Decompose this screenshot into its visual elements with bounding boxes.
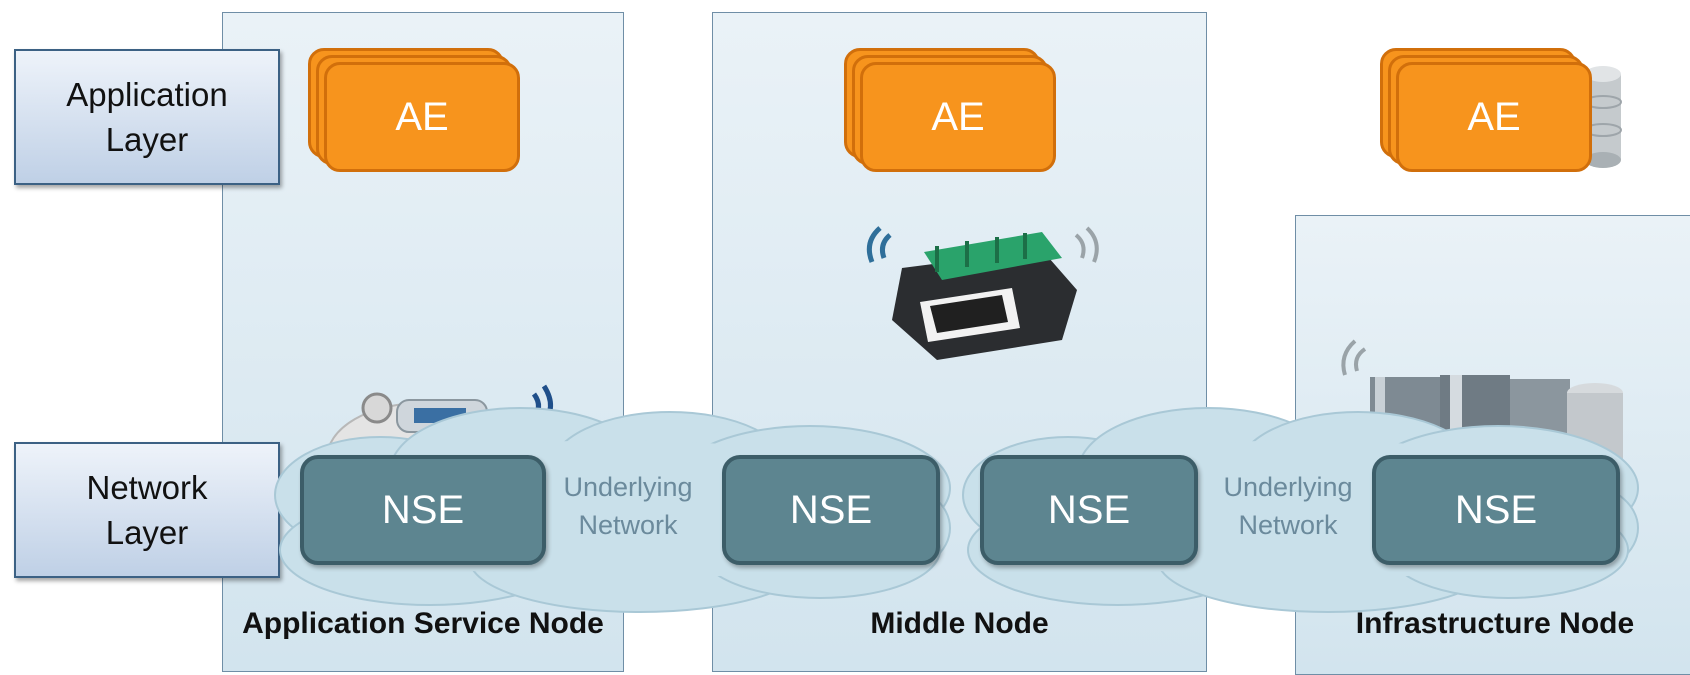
ae-label: AE <box>395 94 449 139</box>
ae-label: AE <box>931 94 985 139</box>
network-layer-label: Network Layer <box>14 442 280 578</box>
ae-stack-middle-node: AE <box>844 48 1060 176</box>
nse-box-middle-node-right: NSE <box>980 455 1198 565</box>
gateway-device-icon <box>866 226 1099 360</box>
underlying-network-label-left: Underlying Network <box>563 472 693 540</box>
ae-box: AE <box>1396 62 1592 172</box>
nse-label: NSE <box>789 487 873 532</box>
nse-label: NSE <box>381 487 465 532</box>
nse-box-infrastructure-node: NSE <box>1372 455 1620 565</box>
nse-label: NSE <box>1047 487 1131 532</box>
application-layer-label: Application Layer <box>14 49 280 185</box>
ae-stack-infrastructure-node: AE <box>1380 48 1596 176</box>
nse-box-middle-node-left: NSE <box>722 455 940 565</box>
ae-label: AE <box>1467 94 1521 139</box>
ae-stack-application-service-node: AE <box>308 48 524 176</box>
nse-box-application-service-node: NSE <box>300 455 546 565</box>
middle-node-title: Middle Node <box>870 607 1049 640</box>
network-layer-text: Network Layer <box>86 469 208 551</box>
underlying-network-label-right: Underlying Network <box>1223 472 1353 540</box>
ae-box: AE <box>860 62 1056 172</box>
infrastructure-node-title: Infrastructure Node <box>1355 607 1635 640</box>
nse-label: NSE <box>1454 487 1538 532</box>
ae-box: AE <box>324 62 520 172</box>
application-layer-text: Application Layer <box>66 76 228 158</box>
application-service-node-title: Application Service Node <box>242 607 604 640</box>
